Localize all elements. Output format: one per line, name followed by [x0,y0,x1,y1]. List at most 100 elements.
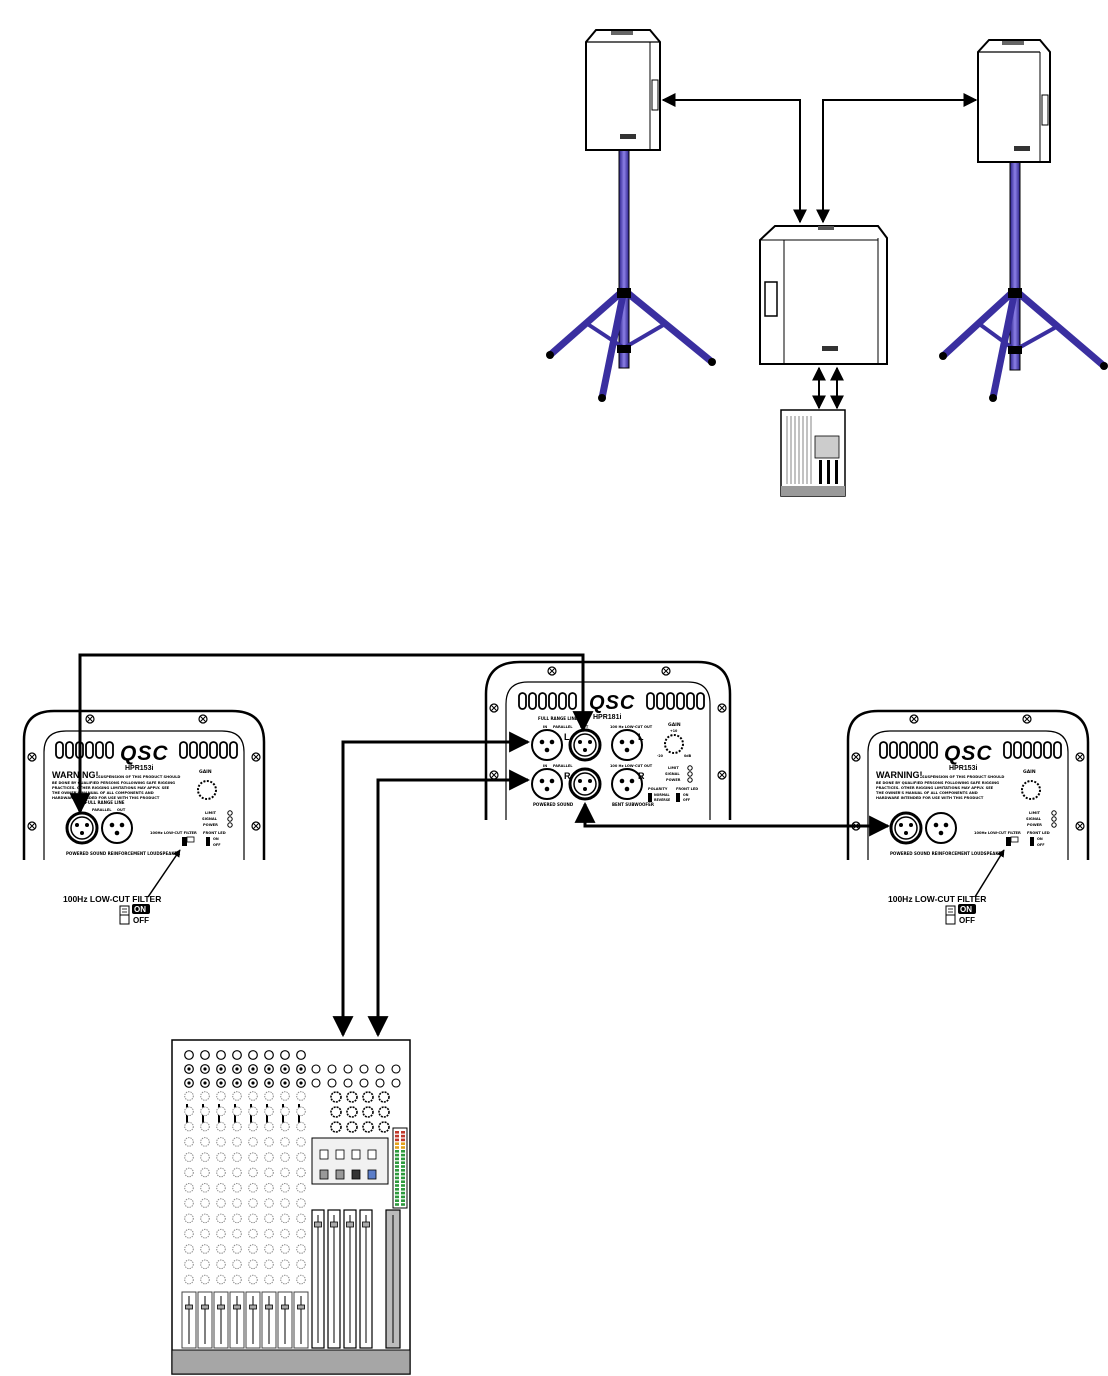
channel-knob [264,1091,274,1101]
callout-off: OFF [133,916,149,925]
channel-knob [296,1198,306,1208]
channel-knob [216,1137,226,1147]
channel-knob [184,1244,194,1254]
channel-xlr [248,1050,258,1060]
right-full-range-speaker [977,39,1051,163]
channel-knob [216,1091,226,1101]
channel-knob [216,1274,226,1285]
full-range-line-label: FULL RANGE LINE [538,716,578,721]
front-led-label: FRONT LED [203,831,226,835]
channel-knob [280,1167,290,1178]
full-range-line-label: FULL RANGE LINE [85,800,125,805]
channel-r-label-2: R [638,771,645,781]
signal-label: SIGNAL [1026,817,1042,821]
channel-knob [248,1106,258,1117]
bottom-cables [69,653,891,1038]
signal-label: SIGNAL [665,772,680,776]
channel-knob [216,1259,226,1270]
left-speaker-stand [546,147,716,402]
callout-off: OFF [959,916,975,925]
channel-knob [264,1259,274,1270]
channel-knob [200,1259,210,1270]
channel-knob [184,1198,194,1208]
channel-knob [296,1152,306,1162]
channel-xlr [264,1050,274,1060]
channel-knob [280,1183,290,1193]
channel-knob [232,1259,242,1270]
channel-knob [264,1137,274,1147]
channel-knob [296,1213,306,1224]
off-label: OFF [213,843,221,847]
gain-value-min: -20 [657,754,664,758]
channel-knob [232,1091,242,1101]
channel-knob [216,1244,226,1254]
channel-knob [232,1167,242,1178]
limit-label: LIMIT [668,766,679,770]
channel-fader [233,1304,241,1310]
channel-knob [264,1167,274,1178]
signal-label: SIGNAL [202,817,218,821]
channel-knob [184,1213,194,1224]
channel-fader [297,1304,305,1310]
parallel-label: PARALLEL [553,725,573,729]
channel-xlr [280,1050,290,1060]
channel-knob [296,1121,306,1132]
channel-knob [280,1121,290,1132]
off-label: OFF [1037,843,1045,847]
channel-knob [216,1198,226,1208]
channel-knob [248,1259,258,1270]
polarity-label: POLARITY [648,787,668,791]
channel-knob [280,1259,290,1270]
brand-logo: QSC [589,692,635,714]
warning-line-2: BE DONE BY QUALIFIED PERSONS FOLLOWING S… [52,781,175,785]
callout-on: ON [134,905,146,914]
powered-sound-label: POWERED SOUND [533,802,574,807]
sub-in-r [531,768,563,800]
lowcut-filter-small-label: 100Hz LOW-CUT FILTER [150,831,197,835]
channel-knob [248,1091,258,1101]
channel-knob [280,1137,290,1147]
channel-knob [248,1198,258,1208]
gain-value-0db: 0dB [684,754,692,758]
channel-l-label-2: L [638,732,644,742]
channel-knob [280,1198,290,1208]
channel-xlr [216,1050,226,1060]
gain-knob [1021,780,1041,800]
channel-knob [184,1167,194,1178]
channel-knob [248,1137,258,1147]
channel-knob [216,1228,226,1239]
channel-knob [232,1152,242,1162]
channel-knob [264,1152,274,1162]
warning-line-3: PRACTICES. OTHER RIGGING LIMITATIONS MAY… [876,786,994,790]
channel-knob [232,1274,242,1285]
warning-line-2: BE DONE BY QUALIFIED PERSONS FOLLOWING S… [876,781,999,785]
brand-logo: QSC [120,742,169,765]
sub-parallel-out-l [568,728,602,762]
channel-knob [232,1106,242,1117]
channel-knob [200,1121,210,1132]
channel-knob [296,1106,306,1117]
on-label: ON [213,837,219,841]
channel-knob [280,1091,290,1101]
channel-knob [296,1259,306,1270]
channel-knob [200,1183,210,1193]
channel-xlr [296,1050,306,1060]
channel-xlr [184,1050,194,1060]
channel-knob [184,1259,194,1270]
channel-knob [264,1106,274,1117]
model-label: HPR181i [593,714,621,721]
channel-knob [232,1244,242,1254]
channel-knob [296,1274,306,1285]
channel-knob [232,1137,242,1147]
gain-label: GAIN [1023,769,1036,775]
channel-knob [184,1091,194,1101]
lowcut-out-label-r: 100 Hz LOW-CUT OUT [610,764,653,768]
channel-knob [248,1152,258,1162]
channel-knob [264,1274,274,1285]
callout-on: ON [960,905,972,914]
power-label: POWER [203,823,218,827]
channel-knob [184,1228,194,1239]
channel-knob [232,1213,242,1224]
warning-line-1: SUSPENSION OF THIS PRODUCT SHOULD [922,775,1004,779]
